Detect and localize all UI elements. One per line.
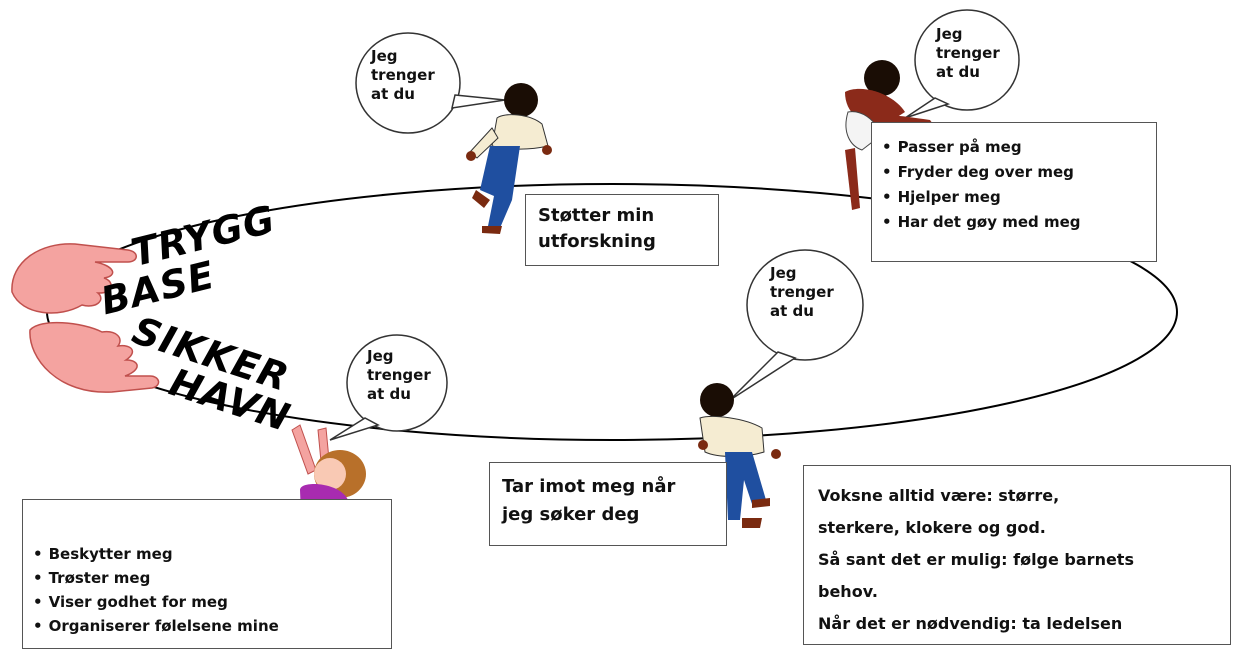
box-voksne: Voksne alltid være: større, sterkere, kl… (803, 465, 1231, 645)
voksne-line-5: Når det er nødvendig: ta ledelsen (818, 614, 1123, 633)
list-item: Har det gøy med meg (882, 210, 1146, 235)
speech-bubble-middle-right (729, 249, 864, 401)
child-climbing-top-right (845, 60, 936, 210)
box-bottom-left-list: Beskytter meg Trøster meg Viser godhet f… (22, 499, 392, 649)
list-item: Passer på meg (882, 135, 1146, 160)
list-item: Beskytter meg (33, 542, 381, 566)
speech-bubble-top-left (355, 32, 506, 134)
bubble-text-top-left: Jeg trenger at du (371, 47, 435, 103)
hand-upper (11, 243, 137, 314)
list-item: Fryder deg over meg (882, 160, 1146, 185)
voksne-line-1: Voksne alltid være: større, (818, 486, 1060, 505)
list-item: Viser godhet for meg (33, 590, 381, 614)
box-tar-imot-line-2: jeg søker deg (502, 504, 640, 525)
list-item: Hjelper meg (882, 185, 1146, 210)
box-tar-imot-line-1: Tar imot meg når (502, 476, 676, 497)
bubble-text-bottom-left: Jeg trenger at du (367, 347, 431, 403)
box-top-right-list: Passer på meg Fryder deg over meg Hjelpe… (871, 122, 1157, 262)
voksne-line-2: sterkere, klokere og god. (818, 518, 1046, 537)
bubble-text-top-right: Jeg trenger at du (936, 25, 1000, 81)
box-stotter-line-1: Støtter min (538, 205, 655, 226)
voksne-line-3: Så sant det er mulig: følge barnets (818, 550, 1134, 569)
speech-bubble-bottom-left (329, 334, 448, 441)
list-item: Trøster meg (33, 566, 381, 590)
child-running-middle (698, 383, 781, 528)
child-walking-top (466, 83, 552, 234)
bubble-text-middle-right: Jeg trenger at du (770, 264, 834, 320)
box-stotter-line-2: utforskning (538, 231, 656, 252)
hand-lower (29, 321, 160, 393)
list-item: Organiserer følelsene mine (33, 614, 381, 638)
box-stotter-utforskning: Støtter min utforskning (525, 194, 719, 266)
box-tar-imot: Tar imot meg når jeg søker deg (489, 462, 727, 546)
speech-bubble-top-right (904, 9, 1020, 119)
voksne-line-4: behov. (818, 582, 878, 601)
